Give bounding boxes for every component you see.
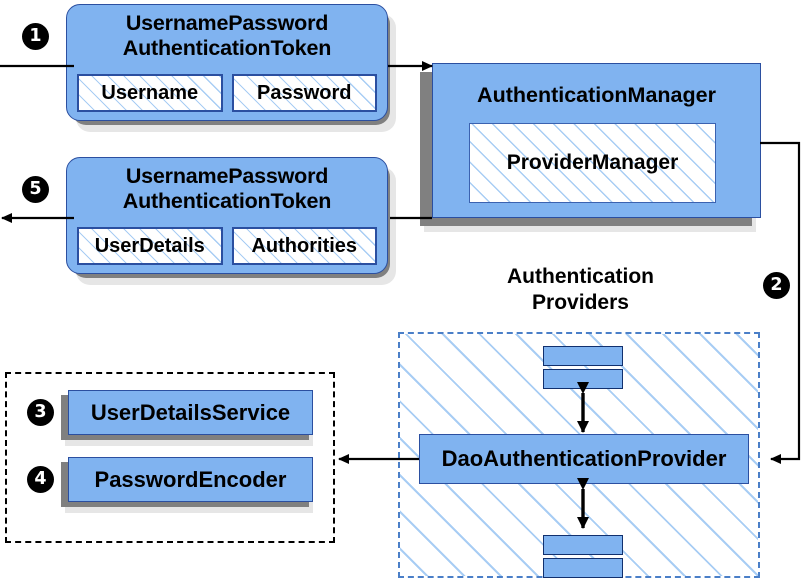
- request-token-box[interactable]: UsernamePassword AuthenticationToken Use…: [66, 4, 388, 121]
- password-encoder-label: PasswordEncoder: [94, 466, 287, 492]
- slot-authorities[interactable]: Authorities: [231, 227, 377, 265]
- response-token-title-line1: UsernamePassword: [125, 164, 329, 188]
- response-token-title-line2: AuthenticationToken: [122, 189, 332, 213]
- slot-password[interactable]: Password: [231, 74, 377, 112]
- slot-userdetails[interactable]: UserDetails: [77, 227, 223, 265]
- other-provider-bar-2[interactable]: [543, 369, 623, 389]
- slot-password-label: Password: [257, 81, 352, 104]
- step-badge-3-label: 3: [34, 401, 47, 422]
- providers-caption-line2: Providers: [532, 291, 629, 314]
- authentication-manager-title: AuthenticationManager: [477, 83, 716, 107]
- request-token-slots: Username Password: [77, 74, 377, 112]
- other-provider-bar-3[interactable]: [543, 535, 623, 555]
- providers-caption-line1: Authentication: [507, 265, 654, 288]
- user-details-service-box[interactable]: UserDetailsService: [68, 390, 313, 435]
- provider-manager-box[interactable]: ProviderManager: [469, 123, 716, 203]
- password-encoder-box[interactable]: PasswordEncoder: [68, 457, 313, 502]
- step-badge-4: 4: [27, 466, 54, 493]
- step-badge-2: 2: [763, 272, 790, 299]
- authentication-manager-box[interactable]: AuthenticationManager ProviderManager: [432, 63, 761, 218]
- step-badge-3: 3: [27, 399, 54, 426]
- request-token-title-line2: AuthenticationToken: [122, 36, 332, 60]
- request-token-title: UsernamePassword AuthenticationToken: [67, 11, 387, 61]
- hatch-pattern: [79, 76, 221, 110]
- step-badge-1: 1: [22, 23, 49, 50]
- hatch-pattern: [79, 229, 221, 263]
- user-details-service-label: UserDetailsService: [90, 399, 291, 425]
- authentication-providers-caption: Authentication Providers: [458, 264, 703, 316]
- slot-userdetails-label: UserDetails: [94, 234, 205, 257]
- request-token-title-line1: UsernamePassword: [125, 11, 329, 35]
- step-badge-4-label: 4: [34, 468, 47, 489]
- slot-authorities-label: Authorities: [251, 234, 358, 257]
- hatch-pattern: [233, 229, 375, 263]
- wire-manager-to-providers: [760, 141, 801, 464]
- step-badge-5-label: 5: [29, 178, 42, 199]
- step-badge-5: 5: [22, 176, 49, 203]
- services-container[interactable]: [5, 372, 335, 543]
- slot-username[interactable]: Username: [77, 74, 223, 112]
- dao-authentication-provider-label: DaoAuthenticationProvider: [441, 446, 727, 471]
- response-token-box[interactable]: UsernamePassword AuthenticationToken Use…: [66, 157, 388, 274]
- other-provider-bar-1[interactable]: [543, 346, 623, 366]
- hatch-pattern: [470, 124, 715, 202]
- slot-username-label: Username: [101, 81, 199, 104]
- response-token-title: UsernamePassword AuthenticationToken: [67, 164, 387, 214]
- provider-manager-label: ProviderManager: [506, 151, 679, 174]
- hatch-pattern: [233, 76, 375, 110]
- step-badge-2-label: 2: [770, 274, 783, 295]
- response-token-slots: UserDetails Authorities: [77, 227, 377, 265]
- other-provider-bar-4[interactable]: [543, 558, 623, 578]
- step-badge-1-label: 1: [29, 25, 42, 46]
- dao-authentication-provider-box[interactable]: DaoAuthenticationProvider: [419, 434, 749, 484]
